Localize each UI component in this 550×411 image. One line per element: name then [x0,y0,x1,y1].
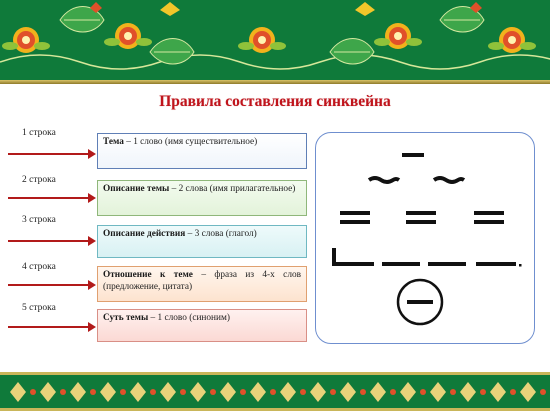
row-label-1: 1 строка [22,128,56,138]
row-arrow-3 [8,236,96,246]
scheme-line3-double-3a [474,211,504,215]
rule-box-5: Суть темы – 1 слово (синоним) [97,309,307,342]
scheme-line4-dash-1 [332,262,374,266]
scheme-line3-double-1a [340,211,370,215]
scheme-line4-dash-4 [476,262,516,266]
top-ornament-band [0,0,550,83]
scheme-line2-wave-2 [432,176,466,184]
scheme-line3-double-2a [406,211,436,215]
scheme-line4-dash-3 [428,262,466,266]
scheme-line4-bracket-vert [332,248,336,266]
row-label-5: 5 строка [22,303,56,313]
slide-title: Правила составления синквейна [159,93,391,110]
rule-box-4: Отношение к теме – фраза из 4-х слов (пр… [97,266,307,302]
scheme-line4-period [519,264,522,267]
rule-box-3: Описание действия – 3 слова (глагол) [97,225,307,258]
row-label-4: 4 строка [22,262,56,272]
bottom-ornament-image [0,372,550,411]
rule-box-1: Тема – 1 слово (имя существительное) [97,133,307,169]
scheme-line5-circle [396,278,444,326]
scheme-line1-dash [402,153,424,157]
rule-term-2: Описание темы [103,184,170,194]
rule-desc-5: – 1 слово (синоним) [148,313,230,323]
scheme-line2-wave-1 [367,176,401,184]
floral-ornament-image [0,0,550,83]
rule-term-1: Тема [103,137,124,147]
scheme-line5-dash [407,300,433,304]
row-label-2: 2 строка [22,175,56,185]
rule-desc-4: – фраза из 4-х слов (предложение, цитата… [103,270,301,292]
row-arrow-1 [8,149,96,159]
scheme-line4-dash-2 [382,262,420,266]
rule-term-3: Описание действия [103,229,186,239]
row-arrow-4 [8,280,96,290]
scheme-line3-double-2b [406,220,436,224]
rule-box-2: Описание темы – 2 слова (имя прилагатель… [97,180,307,216]
scheme-line3-double-3b [474,220,504,224]
rule-desc-3: – 3 слова (глагол) [185,229,257,239]
rule-desc-1: – 1 слово (имя существительное) [123,137,258,147]
row-arrow-2 [8,193,96,203]
rule-term-5: Суть темы [103,313,149,323]
rule-term-4: Отношение к теме [103,270,193,280]
cinquain-scheme-panel [315,132,535,344]
scheme-line3-double-1b [340,220,370,224]
bottom-ornament-band [0,372,550,411]
row-label-3: 3 строка [22,215,56,225]
top-gold-border [0,80,550,84]
rule-desc-2: – 2 слова (имя прилагательное) [169,184,296,194]
row-arrow-5 [8,322,96,332]
cinquain-scheme-diagram [332,153,522,326]
